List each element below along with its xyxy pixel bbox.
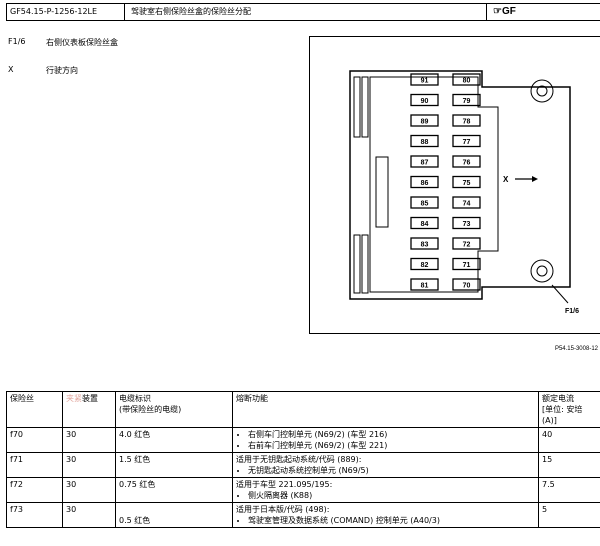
callout-label: F1/6: [565, 308, 579, 315]
function-note: 适用于日本版/代码 (498):: [236, 505, 330, 514]
rated-current: 5: [538, 502, 600, 528]
fuse-slot: [410, 114, 439, 127]
table-header-row: 保险丝 夹紧装置 电缆标识(带保险丝的电缆) 熔断功能 额定电流[单位: 安培(…: [6, 391, 600, 428]
fuse-slot: [410, 196, 439, 209]
fuse-function: 适用于车型 221.095/195:侧火隔离器 (K88): [232, 477, 539, 503]
cable-id: 1.5 红色: [115, 452, 233, 478]
fuse-slot-label: 70: [463, 283, 471, 290]
fuse-slot: [410, 216, 439, 230]
document-header: GF54.15-P-1256-12LE 驾驶室右侧保险丝盒的保险丝分配 ☞GF: [6, 3, 600, 21]
fuse-id: f73: [6, 502, 63, 528]
function-note: 适用于无钥匙起动系统/代码 (889):: [236, 455, 362, 464]
fuse-slot: [410, 175, 439, 189]
fuse-slot-label: 90: [421, 98, 429, 105]
document-title: 驾驶室右侧保险丝盒的保险丝分配: [125, 4, 487, 20]
fuse-slot-label: 81: [421, 283, 429, 290]
fuse-slot: [452, 73, 481, 86]
fuse-id: f70: [6, 427, 63, 453]
fuse-slot: [410, 93, 439, 107]
fuse-slot-label: 82: [421, 262, 429, 269]
cable-id: 0.75 红色: [115, 477, 233, 503]
clip-terminal: 30: [62, 427, 116, 453]
fuse-slot: [410, 257, 439, 271]
direction-label: X: [503, 175, 509, 184]
function-item: 右前车门控制单元 (N69/2) (车型 221): [248, 440, 535, 451]
legend-value: 行驶方向: [46, 66, 78, 75]
header-clip: 夹紧装置: [62, 391, 116, 428]
fuse-slot: [452, 257, 481, 271]
rated-current: 40: [538, 427, 600, 453]
function-item: 驾驶室管理及数据系统 (COMAND) 控制单元 (A40/3): [248, 515, 535, 526]
fuse-slot: [452, 175, 481, 189]
fuse-slot-label: 84: [421, 221, 429, 228]
fuse-table: 保险丝 夹紧装置 电缆标识(带保险丝的电缆) 熔断功能 额定电流[单位: 安培(…: [6, 391, 600, 528]
function-item: 无钥匙起动系统控制单元 (N69/5): [248, 465, 535, 476]
header-fuse: 保险丝: [6, 391, 63, 428]
fuse-slot-label: 80: [463, 78, 471, 85]
fuse-slot: [452, 216, 481, 230]
cable-id: 0.5 红色: [115, 502, 233, 528]
fuse-slot: [410, 155, 439, 168]
legend-key: X: [8, 65, 14, 74]
fuse-slot-label: 78: [463, 119, 471, 126]
fuse-id: f71: [6, 452, 63, 478]
fuse-slot-label: 72: [463, 242, 471, 249]
rated-current: 7.5: [538, 477, 600, 503]
fuse-function: 右侧车门控制单元 (N69/2) (车型 216)右前车门控制单元 (N69/2…: [232, 427, 539, 453]
fuse-id: f72: [6, 477, 63, 503]
clip-terminal: 30: [62, 477, 116, 503]
fuse-slot-label: 77: [463, 139, 471, 146]
function-item: 右侧车门控制单元 (N69/2) (车型 216): [248, 429, 535, 440]
function-item: 侧火隔离器 (K88): [248, 490, 535, 501]
fuse-slot-label: 91: [421, 78, 429, 85]
fuse-slot-label: 74: [463, 201, 471, 208]
fuse-slot-label: 79: [463, 98, 471, 105]
fuse-slot: [410, 237, 439, 250]
fuse-slot: [452, 155, 481, 168]
clip-terminal: 30: [62, 452, 116, 478]
figure-reference: P54.15-3008-12: [554, 346, 598, 352]
fuse-box-drawing: F1/6 X 91 90 89 88 87 86 85 84 83 82 81 80 79 78 77 76 7…: [349, 70, 579, 315]
fuse-function: 适用于无钥匙起动系统/代码 (889):无钥匙起动系统控制单元 (N69/5): [232, 452, 539, 478]
fuse-slot-label: 71: [463, 262, 471, 269]
gf-badge: ☞GF: [493, 6, 516, 17]
cable-id: 4.0 红色: [115, 427, 233, 453]
fuse-box-outline: [349, 70, 571, 300]
header-rating: 额定电流[单位: 安培(A)]: [538, 391, 600, 428]
fuse-slot-label: 73: [463, 221, 471, 228]
fuse-slot: [452, 134, 481, 148]
mounting-hole-icon: [530, 79, 554, 103]
fuse-box-diagram: F1/6 X 91 90 89 88 87 86 85 84 83 82 81 80 79 78 77 76 7…: [309, 36, 600, 334]
fuse-slot: [410, 134, 439, 148]
header-function: 熔断功能: [232, 391, 539, 428]
clip-terminal: 30: [62, 502, 116, 528]
fuse-slot: [452, 237, 481, 250]
fuse-slot-label: 85: [421, 201, 429, 208]
legend-value: 右侧仪表板保险丝盒: [46, 38, 118, 47]
fuse-slot: [452, 196, 481, 209]
fuse-slot-label: 89: [421, 119, 429, 126]
fuse-slot-label: 87: [421, 160, 429, 167]
fuse-function: 适用于日本版/代码 (498):驾驶室管理及数据系统 (COMAND) 控制单元…: [232, 502, 539, 528]
fuse-slot: [452, 114, 481, 127]
fuse-slot-label: 88: [421, 139, 429, 146]
mounting-hole-icon: [530, 259, 554, 283]
function-note: 适用于车型 221.095/195:: [236, 480, 333, 489]
fuse-slot-label: 75: [463, 180, 471, 187]
fuse-slot-label: 86: [421, 180, 429, 187]
document-id: GF54.15-P-1256-12LE: [7, 4, 125, 20]
fuse-slot: [452, 278, 481, 291]
header-cable: 电缆标识(带保险丝的电缆): [115, 391, 233, 428]
fuse-slot-label: 83: [421, 242, 429, 249]
legend-key: F1/6: [8, 37, 26, 46]
rated-current: 15: [538, 452, 600, 478]
fuse-slot: [410, 278, 439, 291]
fuse-slot-label: 76: [463, 160, 471, 167]
fuse-slot: [410, 73, 439, 86]
fuse-slot: [452, 93, 481, 107]
